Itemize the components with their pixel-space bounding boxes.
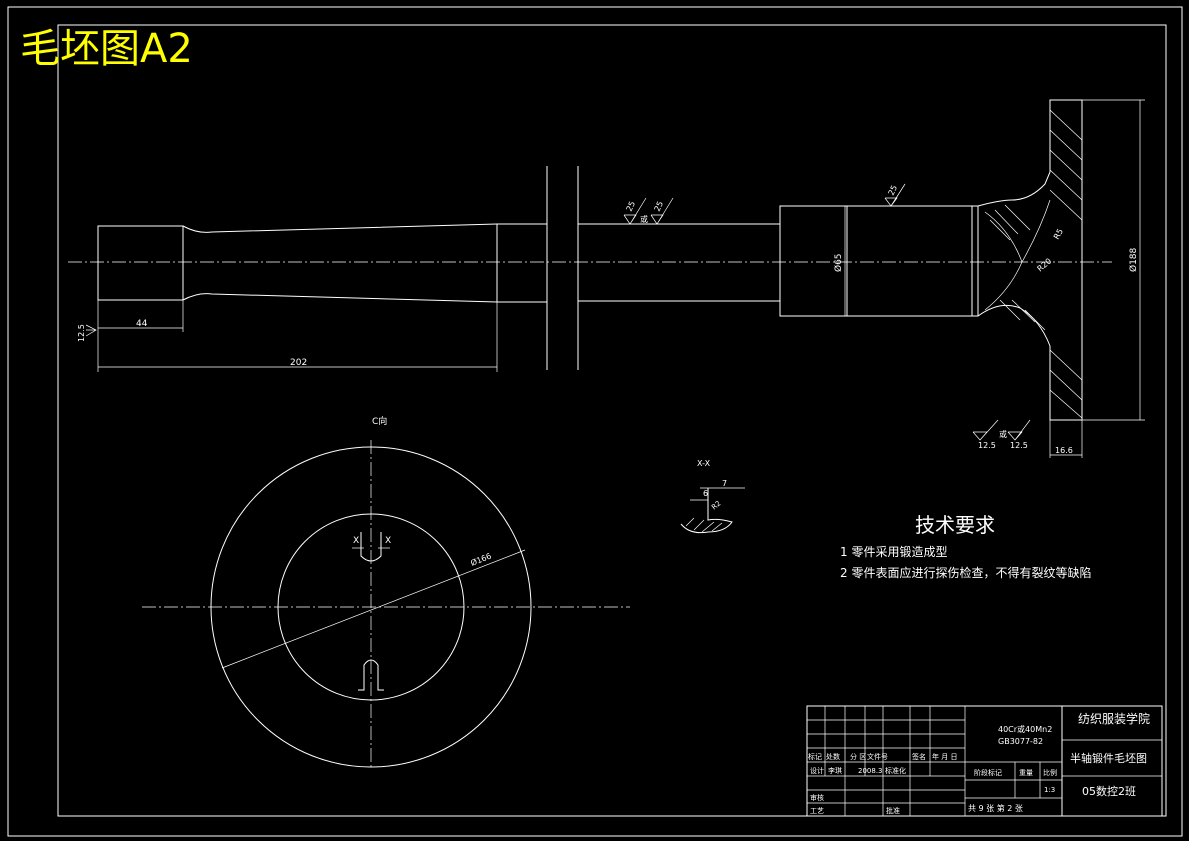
rough-or-a: 或 bbox=[640, 214, 648, 224]
tb-drawing-name: 半轴锻件毛坯图 bbox=[1070, 751, 1147, 765]
tb-student: 李琪 bbox=[828, 766, 842, 775]
tb-school: 纺织服装学院 bbox=[1078, 711, 1150, 726]
outer-border bbox=[7, 6, 1183, 837]
tb-label-mark: 标记 bbox=[808, 752, 822, 761]
slot-bottom bbox=[358, 659, 384, 691]
tech-req-item-2: 2 零件表面应进行探伤检查，不得有裂纹等缺陷 bbox=[840, 565, 1091, 580]
dim-44: 44 bbox=[136, 319, 148, 329]
rough-12-5-b1: 12.5 bbox=[978, 441, 996, 450]
tb-scale-value: 1:3 bbox=[1044, 786, 1055, 794]
tb-review: 审核 bbox=[810, 793, 824, 802]
tb-sheets: 共 9 张 第 2 张 bbox=[968, 803, 1023, 813]
tb-approve: 批准 bbox=[886, 806, 900, 815]
shaft-view: Ø188 Ø65 R20 R5 44 202 12.5 25 或 25 25 1… bbox=[68, 99, 1145, 458]
tech-requirements: 技术要求 1 零件采用锻造成型 2 零件表面应进行探伤检查，不得有裂纹等缺陷 bbox=[840, 513, 1091, 580]
rough-25-a: 25 bbox=[625, 200, 637, 213]
tb-label-zone: 分 区 bbox=[850, 752, 866, 761]
tb-standard: GB3077-82 bbox=[998, 737, 1043, 746]
rough-or-b: 或 bbox=[999, 429, 1007, 439]
sec-dim-r2: R2 bbox=[710, 499, 722, 511]
rough-12-5-left: 12.5 bbox=[77, 324, 86, 342]
sec-dim-7: 7 bbox=[722, 479, 727, 488]
section-xx-label: X-X bbox=[697, 459, 711, 468]
section-xx: X-X 6 7 R2 bbox=[680, 459, 745, 534]
shaft-left-end bbox=[97, 225, 184, 301]
dim-r5: R5 bbox=[1052, 227, 1065, 241]
dim-dia-65: Ø65 bbox=[833, 253, 844, 272]
tb-date: 2008.3 bbox=[858, 767, 883, 775]
dim-dia-188: Ø188 bbox=[1128, 247, 1139, 272]
tb-class-name: 05数控2班 bbox=[1082, 784, 1136, 798]
sheet-title: 毛坯图A2 bbox=[20, 26, 193, 72]
diameter-line bbox=[221, 549, 526, 669]
section-hatch bbox=[989, 109, 1083, 419]
flange-fillet-section bbox=[977, 99, 1083, 421]
dim-16-6: 16.6 bbox=[1055, 446, 1073, 455]
tb-label-sign: 签名 bbox=[912, 752, 926, 761]
title-block: 40Cr或40Mn2 GB3077-82 纺织服装学院 半轴锻件毛坯图 05数控… bbox=[806, 705, 1163, 817]
tb-label-file: 文件号 bbox=[867, 752, 888, 761]
dim-r20: R20 bbox=[1036, 257, 1054, 274]
c-view-label: C向 bbox=[372, 415, 387, 427]
tb-std: 标准化 bbox=[885, 766, 906, 775]
tech-req-title: 技术要求 bbox=[915, 513, 995, 537]
tb-design: 设计 bbox=[810, 766, 824, 775]
rough-25-b: 25 bbox=[653, 200, 665, 213]
tb-material: 40Cr或40Mn2 bbox=[998, 724, 1052, 734]
tb-process: 工艺 bbox=[810, 807, 824, 815]
rough-25-top: 25 bbox=[887, 184, 899, 197]
c-view: C向 Ø166 X X bbox=[142, 415, 630, 770]
slot-top bbox=[360, 532, 382, 562]
shaft-boss bbox=[779, 205, 979, 317]
dim-dia-166: Ø166 bbox=[469, 550, 493, 567]
shaft-neck bbox=[182, 223, 498, 303]
inner-border bbox=[57, 24, 1167, 817]
tb-label-count: 处数 bbox=[826, 752, 840, 761]
tb-weight: 重量 bbox=[1019, 769, 1033, 777]
sec-dim-6: 6 bbox=[703, 489, 708, 498]
rough-12-5-b2: 12.5 bbox=[1010, 441, 1028, 450]
tb-stage: 阶段标记 bbox=[974, 768, 1002, 777]
dim-202: 202 bbox=[290, 358, 307, 368]
tech-req-item-1: 1 零件采用锻造成型 bbox=[840, 545, 947, 559]
section-mark-x-right: X bbox=[385, 536, 391, 546]
section-mark-x-left: X bbox=[353, 536, 359, 546]
tb-scale: 比例 bbox=[1043, 768, 1057, 777]
tb-label-date: 年 月 日 bbox=[932, 752, 957, 761]
